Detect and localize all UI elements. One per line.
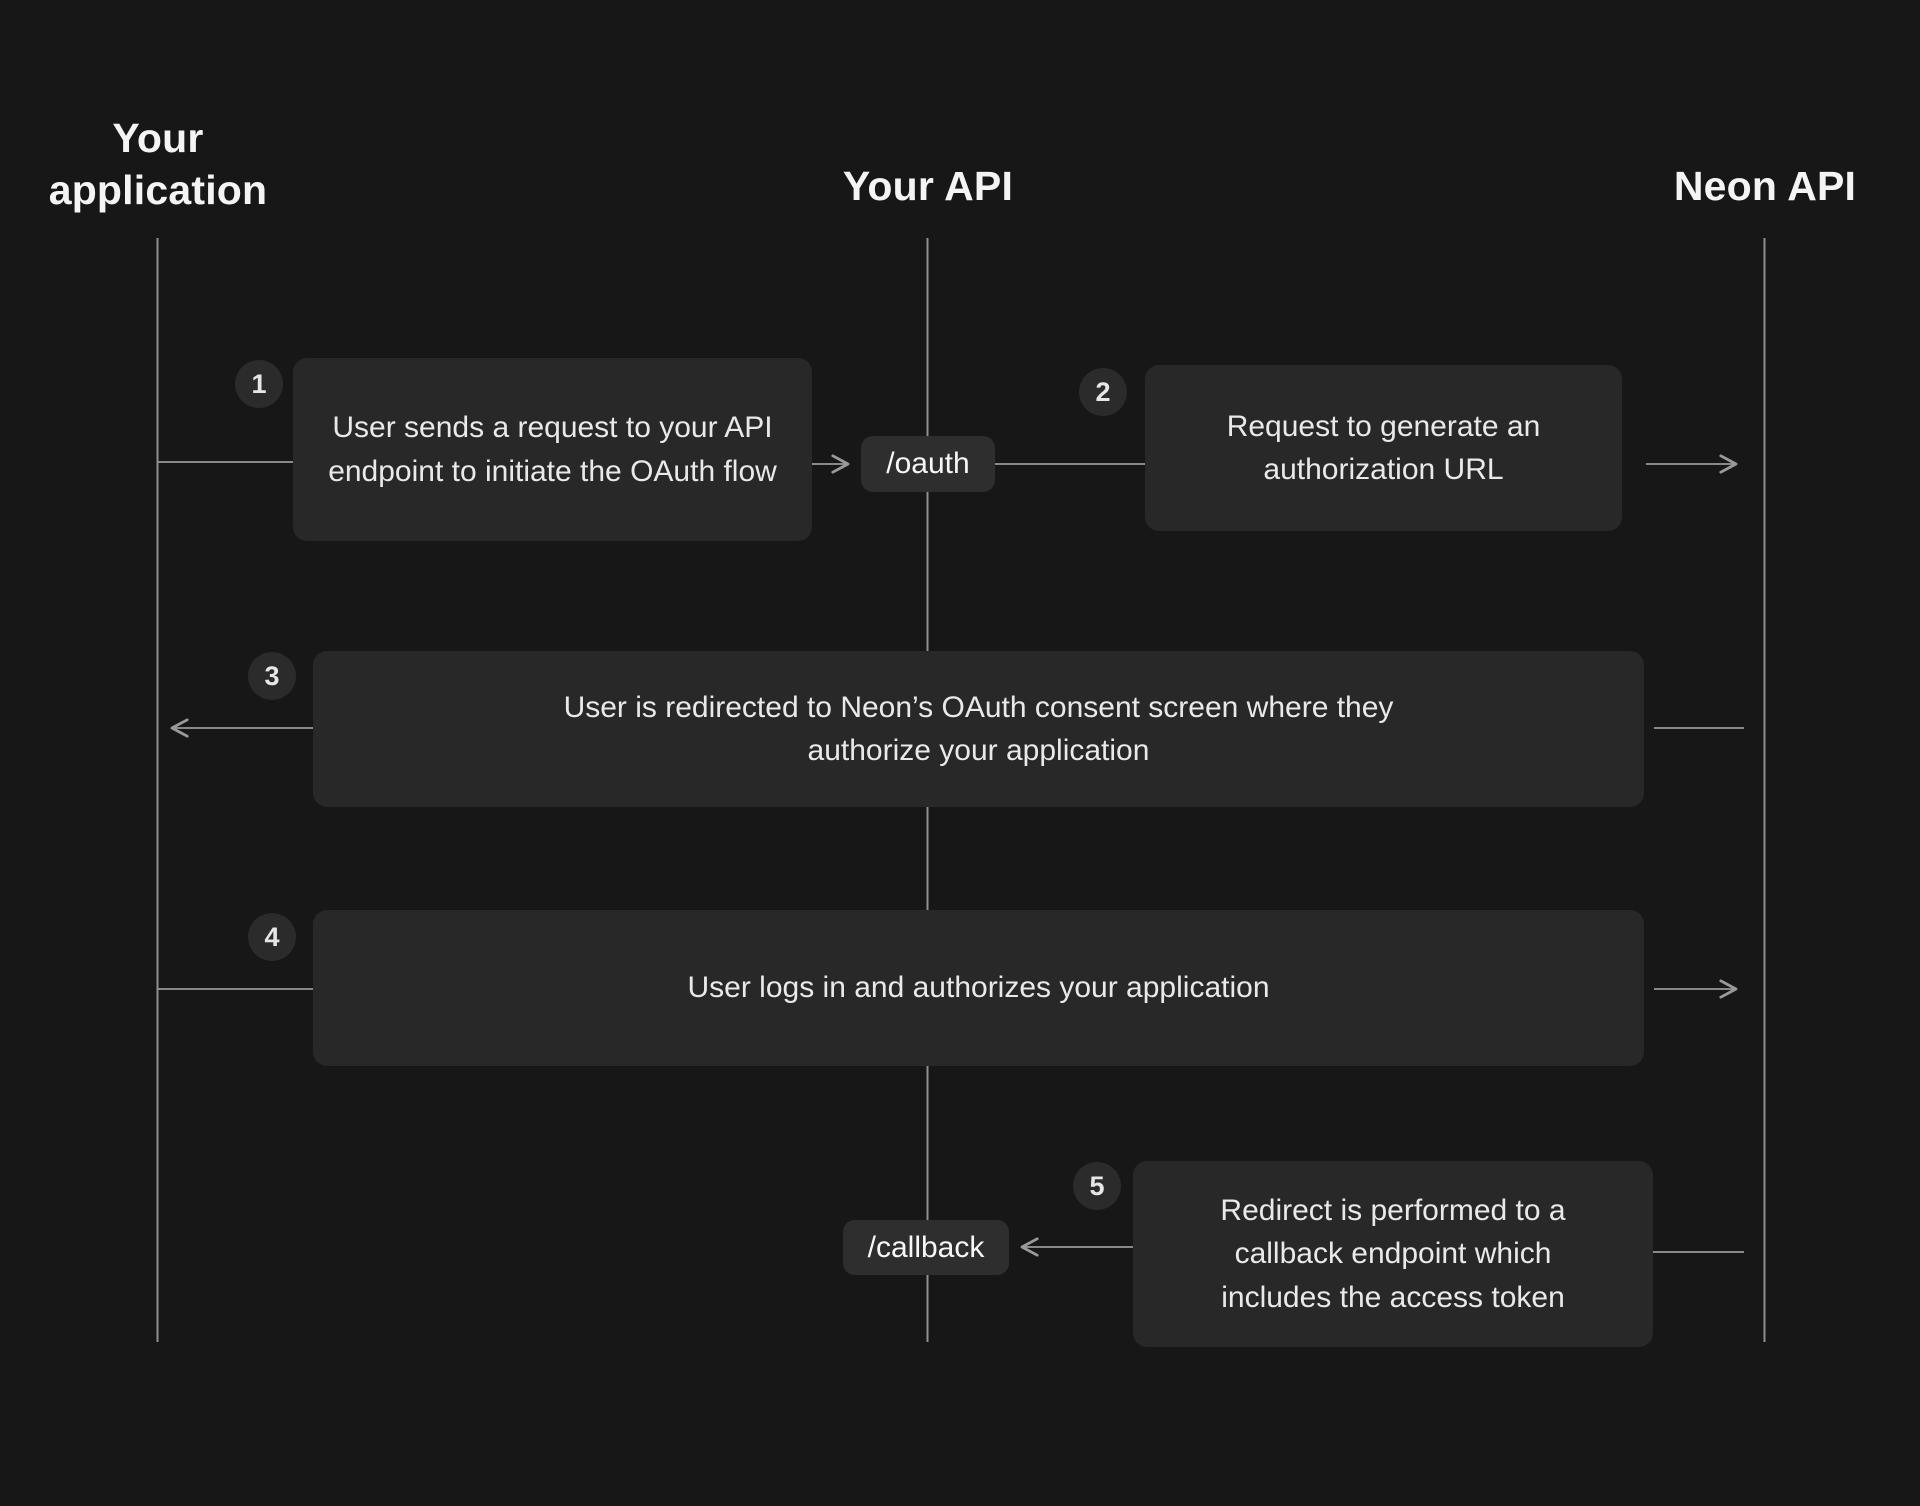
step-3-text: User is redirected to Neon’s OAuth conse… — [563, 690, 1394, 768]
step-2-number: 2 — [1095, 376, 1111, 407]
step-1-text: User sends a request to your API endpoin… — [328, 411, 777, 488]
step-3-number: 3 — [264, 660, 280, 691]
step-4-text: User logs in and authorizes your applica… — [687, 971, 1270, 1005]
step-4-number: 4 — [264, 921, 280, 952]
step-3-badge: 3 — [248, 652, 296, 700]
actor-your-api: Your API — [842, 163, 1014, 209]
endpoint-oauth-label: /oauth — [886, 447, 970, 480]
actor-neon-api: Neon API — [1673, 163, 1857, 209]
step-1-badge: 1 — [235, 360, 283, 408]
step-5-text: Redirect is performed to a callback endp… — [1220, 1193, 1566, 1314]
endpoint-callback-pill: /callback — [843, 1220, 1009, 1275]
step-2-badge: 2 — [1079, 368, 1127, 416]
step-3-box: User is redirected to Neon’s OAuth conse… — [313, 651, 1644, 807]
endpoint-oauth-pill: /oauth — [861, 436, 995, 492]
endpoint-callback-label: /callback — [867, 1230, 985, 1264]
step-4-badge: 4 — [248, 913, 296, 961]
step-2-box: Request to generate an authorization URL — [1145, 365, 1622, 531]
step-5-badge: 5 — [1073, 1162, 1121, 1210]
step-1-number: 1 — [251, 368, 267, 399]
step-5-box: Redirect is performed to a callback endp… — [1133, 1161, 1653, 1347]
actor-your-application: Your application — [48, 115, 268, 214]
step-4-box: User logs in and authorizes your applica… — [313, 910, 1644, 1066]
step-1-box: User sends a request to your API endpoin… — [293, 358, 812, 541]
step-5-number: 5 — [1089, 1170, 1105, 1201]
step-2-text: Request to generate an authorization URL — [1226, 409, 1541, 487]
